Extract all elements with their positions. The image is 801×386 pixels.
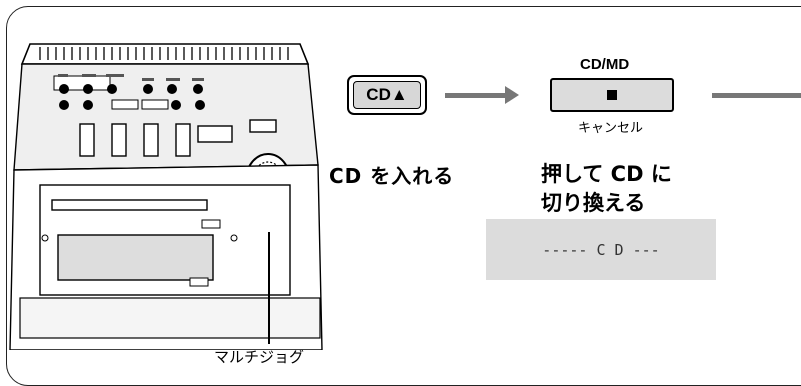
lcd-display: ----- C D --- — [486, 219, 716, 280]
switch-line-2: 切り換える — [541, 191, 646, 215]
multi-jog-label: マルチジョグ — [214, 348, 305, 366]
insert-cd-text: CD を入れる — [329, 164, 455, 188]
arrow-right-1 — [445, 93, 507, 98]
cdmd-label: CD/MD — [580, 56, 630, 73]
switch-line-1: 押して CD に — [541, 162, 672, 186]
cd-eject-label: CD▲ — [353, 81, 421, 109]
jog-leader-line — [268, 232, 270, 344]
cancel-label: キャンセル — [578, 121, 644, 136]
stop-button[interactable] — [550, 78, 674, 112]
cd-eject-button[interactable]: CD▲ — [347, 75, 427, 115]
arrow-head-1 — [505, 86, 519, 104]
arrow-right-2 — [712, 93, 801, 98]
device-illustration — [9, 43, 323, 350]
switch-to-cd-text: 押して CD に 切り換える — [541, 160, 672, 218]
stop-icon — [607, 90, 617, 100]
